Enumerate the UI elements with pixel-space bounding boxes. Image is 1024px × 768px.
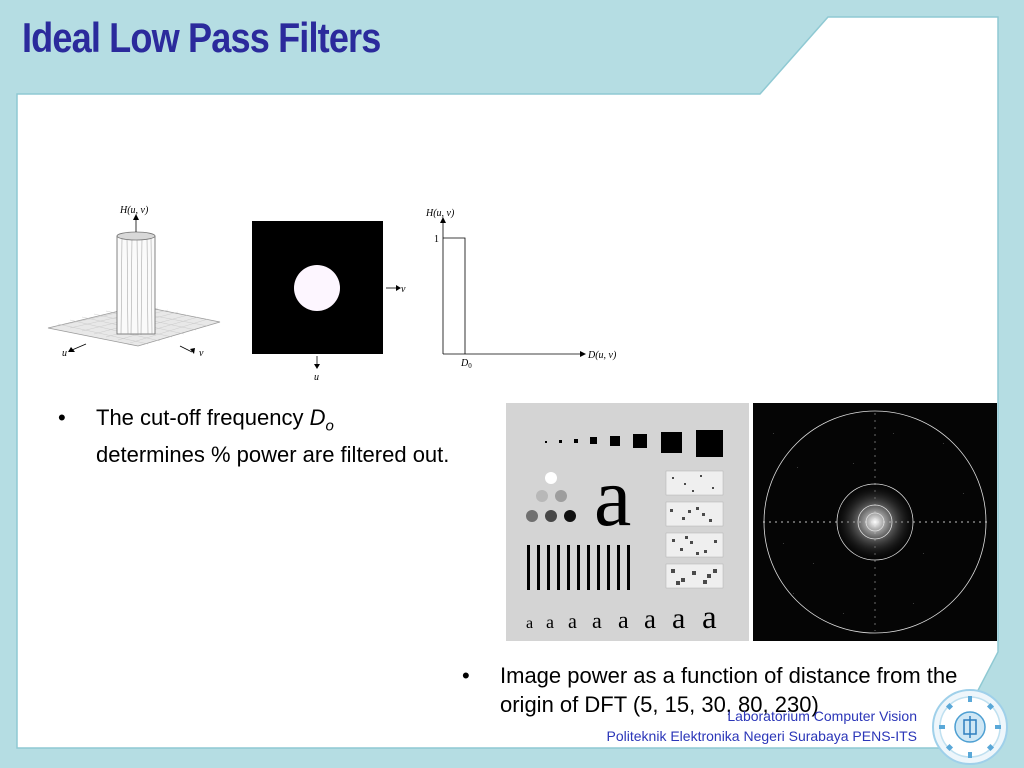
small-letter: a	[546, 612, 554, 632]
profile-y-label: H(u, v)	[425, 208, 455, 219]
pens-its-logo	[932, 689, 1008, 765]
small-letter: a	[568, 611, 577, 633]
profile-y-tick: 1	[434, 234, 439, 245]
svg-text:D0: D0	[460, 358, 472, 370]
small-letter: a	[644, 604, 656, 634]
surface-h-label: H(u, v)	[119, 205, 149, 216]
footer-lab-name: Laboratorium Computer Vision	[727, 708, 917, 724]
bullet-marker: •	[58, 405, 66, 430]
small-letter: a	[672, 602, 685, 635]
filter-3d-surface: H(u, v) u v	[47, 205, 221, 359]
small-letter: a	[526, 615, 533, 632]
surface-v-label: v	[199, 348, 204, 359]
bullet-text: The cut-off frequency	[96, 405, 310, 430]
small-letter: a	[618, 608, 629, 634]
bullet-text: Image power as a function of distance fr…	[500, 663, 958, 717]
fourier-spectrum-image	[753, 403, 997, 641]
bullet-marker: •	[462, 663, 470, 688]
cutoff-symbol: D	[309, 405, 326, 430]
large-letter: a	[594, 451, 631, 544]
surface-u-label: u	[62, 348, 67, 359]
profile-x-tick: D	[460, 358, 469, 369]
profile-x-label: D(u, v)	[587, 350, 617, 361]
footer-institution: Politeknik Elektronika Negeri Surabaya P…	[606, 728, 917, 744]
small-letter: a	[702, 600, 717, 636]
bullet-text-cont: determines % power are filtered out.	[96, 442, 450, 468]
image-v-label: v	[401, 284, 406, 295]
filter-radial-profile: H(u, v) 1 D0 D(u, v)	[425, 208, 617, 370]
test-pattern-image: a a a a a a a a a	[506, 403, 749, 641]
slide-title: Ideal Low Pass Filters	[22, 14, 381, 61]
image-u-label: u	[314, 372, 319, 383]
filter-image: v u	[252, 221, 406, 383]
small-letter: a	[592, 608, 602, 633]
profile-x-tick-sub: 0	[468, 362, 472, 370]
cutoff-symbol-sub: o	[325, 417, 334, 435]
